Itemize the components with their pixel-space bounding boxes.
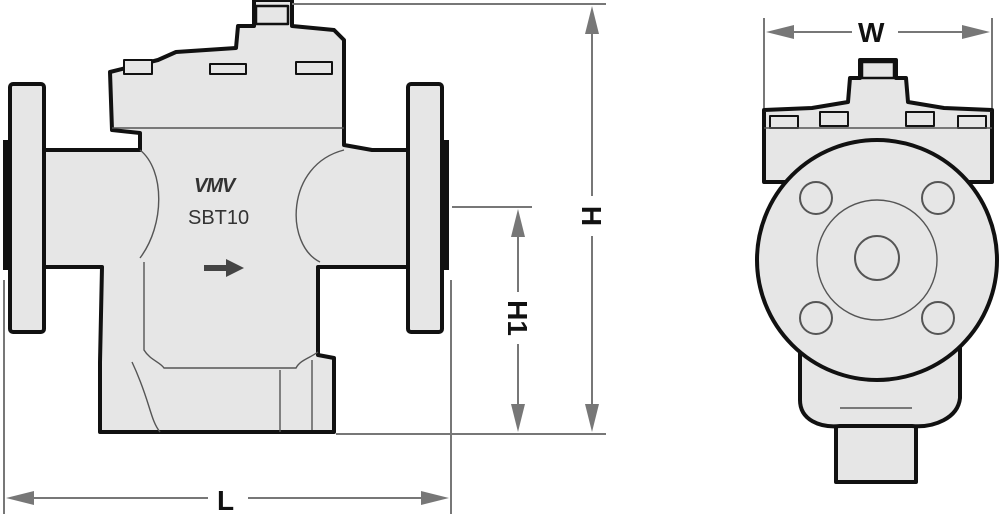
- flange-bore: [854, 235, 900, 281]
- lower-body-contour: [143, 262, 319, 369]
- right-flange-face: [441, 140, 449, 270]
- flange-bolt-circle: [816, 199, 938, 321]
- dimension-l: L: [3, 280, 452, 514]
- dimension-w-label: W: [858, 17, 885, 48]
- side-bolt-1: [769, 115, 799, 129]
- right-flange: [406, 82, 444, 334]
- dimension-h: H: [292, 3, 608, 435]
- left-flange: [8, 82, 46, 334]
- flange-hole-1: [799, 181, 833, 215]
- left-bowl-contour: [139, 149, 160, 259]
- bottom-cap-left: [131, 361, 161, 433]
- bolt-3: [295, 61, 333, 75]
- dimension-h1: H1: [452, 206, 534, 432]
- bolt-2: [209, 63, 247, 75]
- bolt-1: [123, 59, 153, 75]
- top-plug: [254, 4, 290, 26]
- side-bonnet: [762, 58, 994, 184]
- side-top-plug: [860, 60, 896, 80]
- side-bolt-4: [957, 115, 987, 129]
- side-flange: [755, 138, 999, 382]
- dimension-h1-label: H1: [502, 300, 533, 336]
- dimension-w: W: [763, 14, 993, 108]
- dimension-h-label: H: [576, 206, 607, 226]
- brand-label: VMV: [194, 175, 237, 197]
- dimension-l-label: L: [217, 485, 234, 514]
- flange-hole-2: [921, 181, 955, 215]
- front-view: VMV SBT10: [3, 0, 449, 434]
- flow-arrow-icon: [204, 259, 244, 277]
- left-flange-face: [3, 140, 11, 270]
- model-label: SBT10: [188, 207, 249, 229]
- side-bolt-3: [905, 111, 935, 127]
- side-view: [755, 58, 999, 484]
- side-bolt-2: [819, 111, 849, 127]
- flange-hole-4: [921, 301, 955, 335]
- right-bowl-contour: [295, 149, 345, 263]
- flange-hole-3: [799, 301, 833, 335]
